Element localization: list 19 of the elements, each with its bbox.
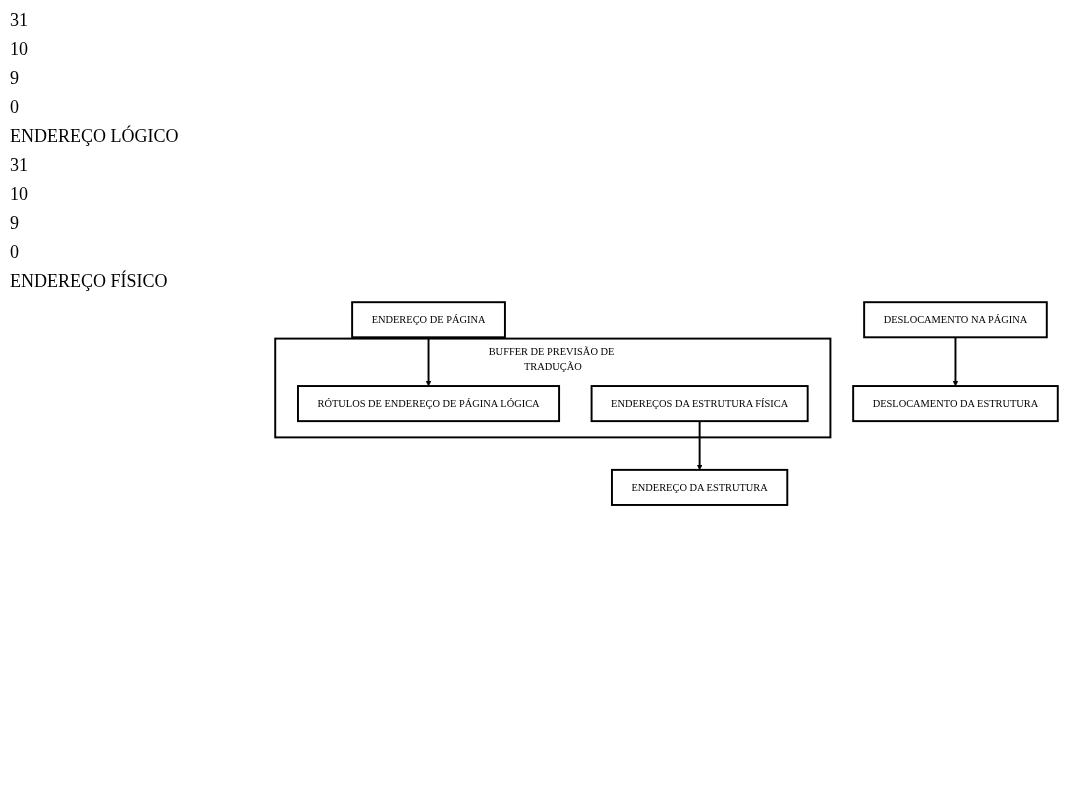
bit-number: 31 [10, 155, 29, 176]
bit-number: 9 [10, 213, 20, 234]
node-box: ENDEREÇOS DA ESTRUTURA FÍSICA [590, 384, 809, 422]
bit-number: 10 [10, 184, 29, 205]
bit-number: 0 [10, 97, 20, 118]
node-box: RÓTULOS DE ENDEREÇO DE PÁGINA LÓGICA [297, 384, 561, 422]
bit-number: 31 [10, 10, 29, 31]
bit-number: 0 [10, 242, 20, 263]
arrow [425, 336, 432, 387]
bit-number: 10 [10, 39, 29, 60]
bit-number: 9 [10, 68, 20, 89]
node-box: DESLOCAMENTO NA PÁGINA [863, 301, 1048, 339]
arrow [696, 420, 703, 471]
register-label: ENDEREÇO FÍSICO [10, 271, 169, 292]
register-label: ENDEREÇO LÓGICO [10, 126, 180, 147]
node-box: ENDEREÇO DE PÁGINA [351, 301, 506, 339]
arrow [952, 336, 959, 387]
node-box: DESLOCAMENTO DA ESTRUTURA [852, 384, 1059, 422]
node-box: ENDEREÇO DA ESTRUTURA [611, 468, 789, 506]
